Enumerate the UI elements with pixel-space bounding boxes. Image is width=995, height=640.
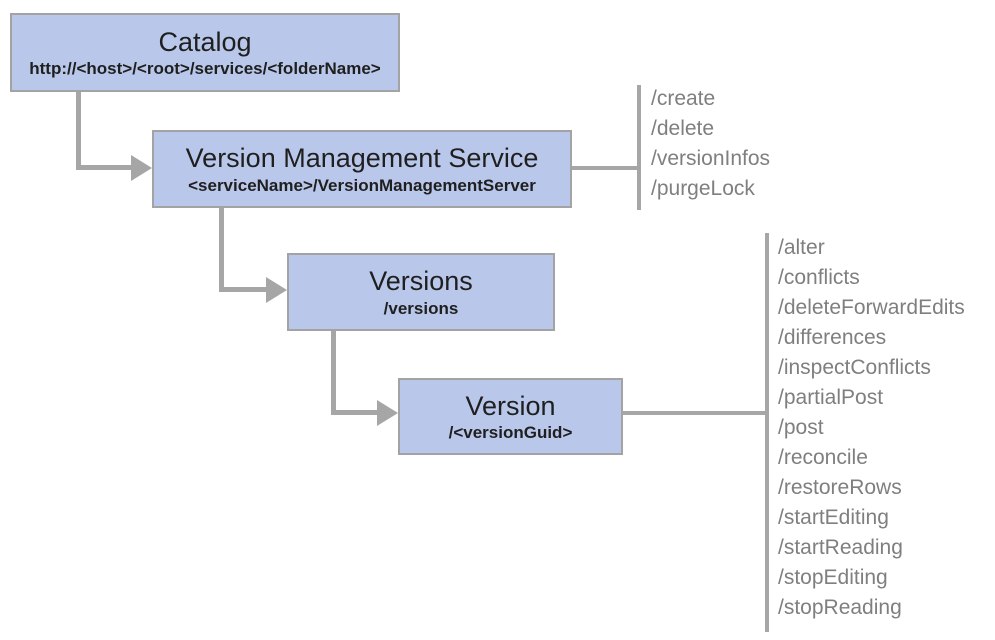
- connector-catalog-to-vms-horizontal: [76, 165, 133, 170]
- endpoint-item: /alter: [778, 236, 825, 259]
- endpoint-item: /deleteForwardEdits: [778, 296, 965, 319]
- node-versions-subtitle: /versions: [383, 298, 459, 318]
- endpoint-item: /versionInfos: [651, 147, 771, 170]
- endpoint-item: /restoreRows: [778, 476, 902, 499]
- endpoint-item: /stopEditing: [778, 566, 888, 589]
- endpoint-item: /stopReading: [778, 596, 902, 619]
- connector-catalog-to-vms-vertical: [76, 92, 81, 170]
- arrowhead-catalog-to-vms-icon: [131, 155, 152, 181]
- endpoint-item: /purgeLock: [651, 177, 755, 200]
- endpoint-item: /reconcile: [778, 446, 868, 469]
- connector-versions-to-version-horizontal: [331, 410, 379, 415]
- endpoint-item: /delete: [651, 117, 715, 140]
- endpoint-item: /differences: [778, 326, 887, 349]
- endpoint-item: /create: [651, 87, 716, 110]
- node-catalog: Catalog http://<host>/<root>/services/<f…: [10, 13, 400, 92]
- arrowhead-vms-to-versions-icon: [266, 277, 287, 303]
- node-version-subtitle: /<versionGuid>: [448, 423, 573, 443]
- node-version: Version /<versionGuid>: [398, 378, 623, 455]
- connector-version-to-endpoints-horizontal: [623, 411, 765, 415]
- connector-vms-to-versions-vertical: [219, 208, 224, 292]
- node-version-title: Version: [465, 390, 556, 421]
- node-catalog-subtitle: http://<host>/<root>/services/<folderNam…: [29, 59, 381, 79]
- connector-versions-to-version-vertical: [331, 331, 336, 415]
- endpoint-item: /startEditing: [778, 506, 889, 529]
- endpoint-item: /post: [778, 416, 824, 439]
- endpoint-list-version: /alter/conflicts/deleteForwardEdits/diff…: [778, 233, 965, 623]
- node-version-management-service: Version Management Service <serviceName>…: [152, 130, 572, 208]
- endpoint-item: /conflicts: [778, 266, 860, 289]
- connector-vms-endpoints-bar: [637, 85, 641, 210]
- endpoint-item: /startReading: [778, 536, 903, 559]
- node-version-management-service-title: Version Management Service: [185, 143, 539, 174]
- endpoint-item: /partialPost: [778, 386, 884, 409]
- endpoint-item: /inspectConflicts: [778, 356, 931, 379]
- arrowhead-versions-to-version-icon: [377, 400, 398, 426]
- node-catalog-title: Catalog: [158, 26, 252, 57]
- connector-version-endpoints-bar: [765, 233, 769, 632]
- node-versions-title: Versions: [369, 266, 473, 297]
- node-versions: Versions /versions: [287, 253, 555, 331]
- node-version-management-service-subtitle: <serviceName>/VersionManagementServer: [188, 175, 536, 195]
- connector-vms-to-endpoints-horizontal: [572, 166, 637, 170]
- endpoint-list-version-management-service: /create/delete/versionInfos/purgeLock: [651, 84, 770, 204]
- connector-vms-to-versions-horizontal: [219, 287, 268, 292]
